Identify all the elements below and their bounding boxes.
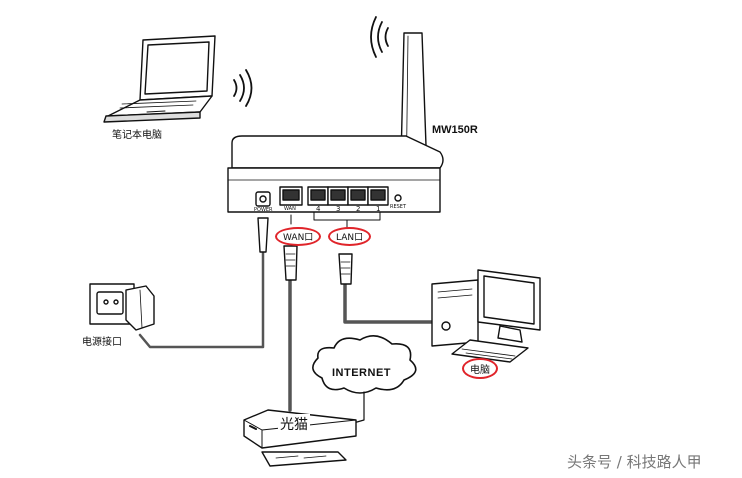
wan-port-label: WAN口 bbox=[275, 227, 322, 246]
lan-port-4-tag: 4 bbox=[316, 205, 321, 213]
pc-label: 电脑 bbox=[462, 358, 498, 379]
watermark: 头条号 / 科技路人甲 bbox=[567, 453, 702, 471]
lan-port-label: LAN口 bbox=[328, 227, 372, 246]
reset-tag: RESET bbox=[390, 204, 407, 210]
internet-label: INTERNET bbox=[332, 367, 391, 379]
lan-port-2-tag: 2 bbox=[356, 205, 361, 213]
power-port-tag: POWER bbox=[254, 207, 273, 213]
power-socket-label: 电源接口 bbox=[82, 337, 122, 348]
desktop-pc-icon bbox=[431, 269, 541, 363]
lan-port-3-tag: 3 bbox=[336, 205, 341, 213]
wan-port-tag: WAN bbox=[284, 206, 296, 212]
lan-port-1-tag: 1 bbox=[376, 205, 381, 213]
router-icon bbox=[227, 135, 444, 229]
laptop-icon bbox=[103, 35, 216, 123]
wifi-signal-icon bbox=[233, 69, 253, 107]
modem-label: 光猫 bbox=[278, 414, 310, 434]
wifi-signal-icon bbox=[370, 16, 389, 58]
power-adapter-icon bbox=[89, 283, 155, 331]
internet-cloud-icon bbox=[312, 335, 417, 394]
laptop-label: 笔记本电脑 bbox=[112, 130, 162, 141]
model-label: MW150R bbox=[432, 124, 478, 136]
